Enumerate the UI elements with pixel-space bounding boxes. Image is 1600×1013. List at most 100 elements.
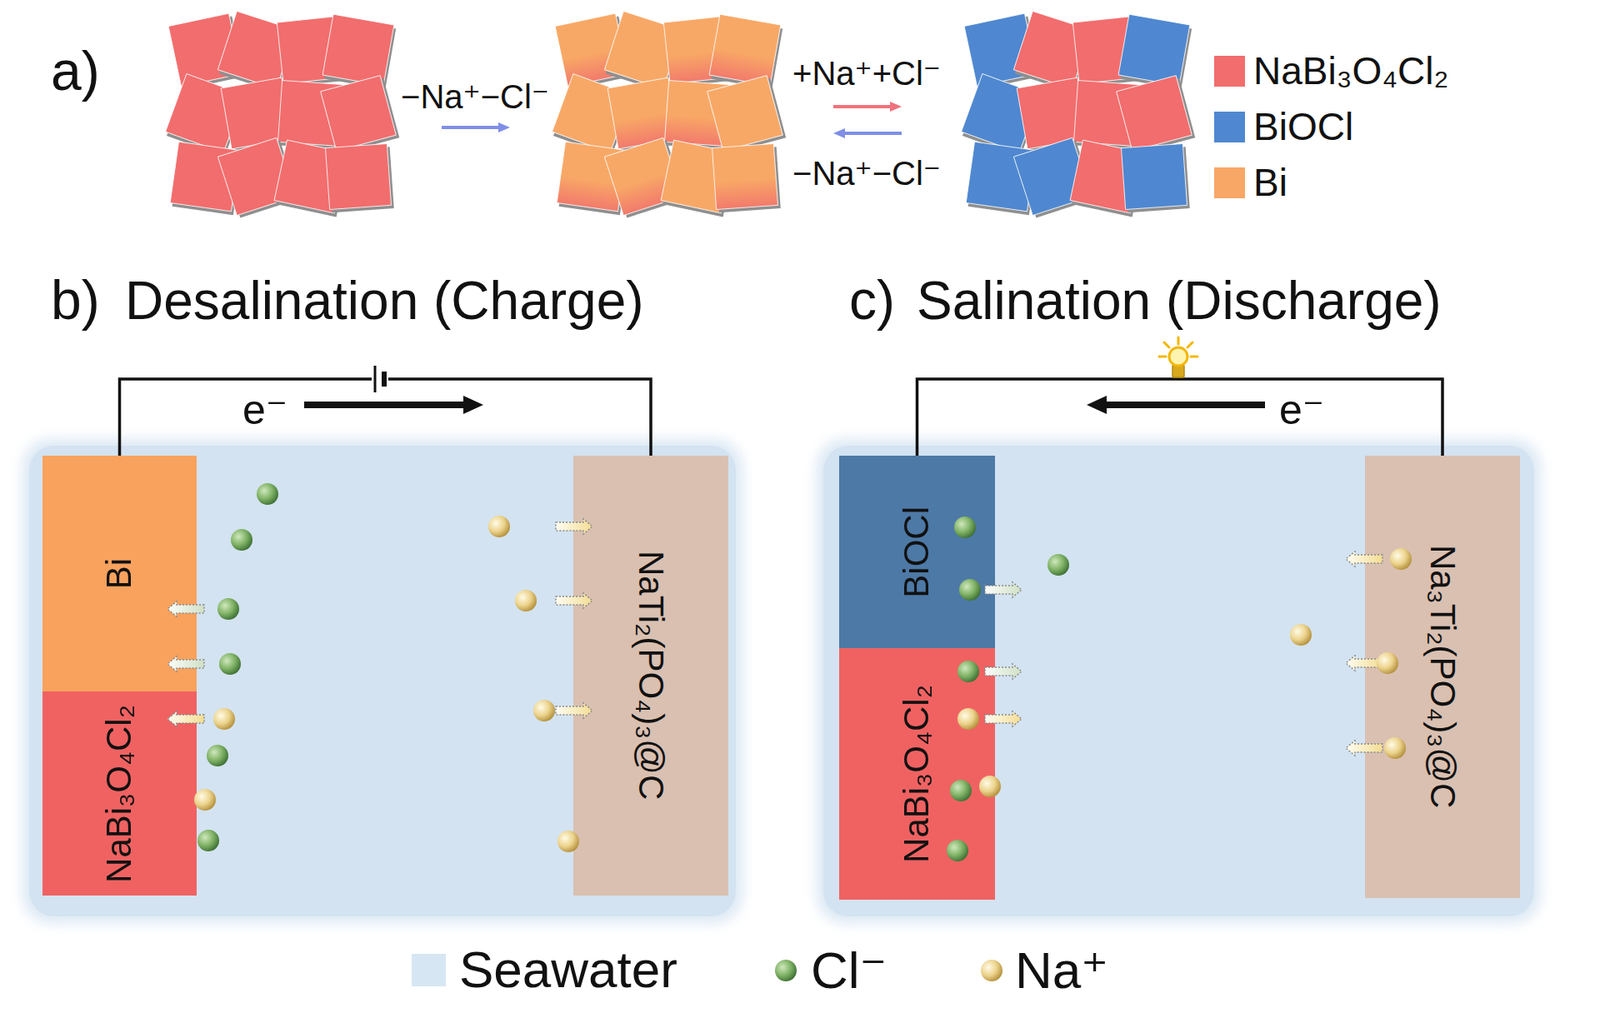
plate-face	[1121, 144, 1188, 210]
crystal-plate	[1117, 14, 1192, 90]
crystal-plate	[1121, 143, 1190, 213]
panel-title: Desalination (Charge)	[125, 269, 645, 334]
bulb-ray	[1159, 355, 1166, 359]
crystal-plate	[708, 14, 783, 90]
crystal-cluster	[550, 10, 786, 219]
electrode-label: Bi	[99, 558, 140, 590]
legend-swatch	[411, 954, 446, 987]
reaction-label: −Na⁺−Cl⁻	[792, 153, 941, 194]
legend-ion-ball	[980, 960, 1003, 982]
plate-face	[325, 144, 392, 210]
sodium-ion	[1384, 737, 1406, 760]
chloride-ion	[206, 745, 229, 767]
legend-swatch	[1214, 111, 1245, 143]
seawater-tank	[29, 445, 736, 917]
plate-face	[707, 75, 784, 152]
electron-arrowhead	[1086, 395, 1107, 415]
ion-flow-arrow	[985, 664, 1022, 680]
reaction-arrowhead	[833, 128, 845, 139]
electron-label: e⁻	[242, 385, 288, 435]
legend-text: Seawater	[459, 939, 678, 1001]
electrode-fill	[839, 648, 995, 900]
sodium-ion	[213, 708, 235, 730]
crystal-plate	[320, 75, 400, 155]
ion-flow-arrow	[555, 519, 593, 535]
chloride-ion	[219, 653, 241, 675]
panel-letter: a)	[50, 38, 100, 105]
plate-face	[320, 75, 397, 152]
sodium-ion	[979, 775, 1001, 798]
legend-text: Bi	[1253, 160, 1288, 206]
reaction-arrowhead	[890, 101, 902, 112]
electron-arrow	[304, 401, 467, 409]
electron-arrowhead	[463, 395, 484, 415]
crystal-cluster	[164, 10, 400, 219]
reaction-arrow	[441, 125, 500, 130]
sodium-ion	[1290, 624, 1312, 646]
ion-flow-arrow	[167, 711, 205, 727]
chloride-ion	[197, 830, 220, 852]
panel-letter: c)	[849, 267, 895, 334]
legend-ion-ball	[775, 960, 797, 982]
legend-text: BiOCl	[1253, 104, 1354, 150]
light-bulb	[1159, 337, 1198, 378]
crystal-plate	[707, 75, 787, 155]
plate-face	[709, 14, 781, 86]
sodium-ion	[957, 708, 980, 730]
electrode-box: Na₃Ti₂(PO₄)₃@C	[1365, 455, 1520, 899]
ion-flow-arrow	[1345, 551, 1383, 567]
bulb-glass	[1169, 347, 1188, 366]
plate-face	[1116, 75, 1193, 152]
sodium-ion	[533, 700, 555, 722]
electrode-box: BiOCl	[839, 455, 995, 649]
electrode-box: NaBi₃O₄Cl₂	[839, 648, 995, 900]
electron-label: e⁻	[1279, 385, 1325, 435]
electron-arrow	[1103, 401, 1265, 409]
bulb-ray	[1164, 342, 1170, 348]
crystal-plate	[1116, 75, 1196, 155]
legend-swatch	[1214, 55, 1245, 87]
chloride-ion	[950, 780, 972, 802]
ion-flow-arrow	[1345, 740, 1383, 756]
sodium-ion	[515, 590, 537, 612]
battery-plate	[381, 371, 387, 387]
legend-ion-symbol	[980, 959, 1004, 983]
reaction-label: +Na⁺+Cl⁻	[792, 53, 941, 94]
legend-ion-symbol	[774, 959, 798, 983]
electrode-fill	[839, 455, 995, 649]
electrode-fill	[1365, 455, 1520, 899]
chloride-ion	[256, 483, 279, 505]
chloride-ion	[957, 660, 980, 683]
plate-face	[322, 14, 395, 86]
electrode-label: BiOCl	[896, 506, 937, 599]
bulb-ray	[1187, 342, 1193, 348]
sodium-ion	[488, 515, 510, 538]
ion-flow-arrow	[555, 703, 593, 719]
battery-plate	[374, 365, 377, 393]
legend-text: Na⁺	[1015, 940, 1109, 1002]
electrode-label: NaBi₃O₄Cl₂	[896, 685, 937, 864]
electrode-box: NaTi₂(PO₄)₃@C	[573, 455, 729, 896]
electrode-label: NaTi₂(PO₄)₃@C	[630, 550, 671, 800]
reaction-arrow	[843, 131, 902, 135]
electrode-box: NaBi₃O₄Cl₂	[42, 691, 197, 896]
ion-flow-arrow	[985, 711, 1022, 727]
panel-title: Salination (Discharge)	[916, 269, 1442, 334]
ion-flow-arrow	[167, 656, 205, 672]
seawater-glow	[22, 439, 743, 924]
crystal-plate	[325, 143, 395, 213]
panel-letter: b)	[50, 267, 100, 334]
bulb-ray	[1177, 337, 1180, 345]
reaction-label: −Na⁺−Cl⁻	[400, 76, 550, 117]
sodium-ion	[1390, 548, 1412, 570]
legend-text: Cl⁻	[810, 940, 887, 1002]
electrode-fill	[42, 455, 197, 692]
chloride-ion	[230, 529, 253, 551]
crystal-plate	[321, 14, 396, 90]
seawater-glow	[816, 439, 1541, 924]
chloride-ion	[954, 516, 976, 539]
reaction-arrow	[833, 105, 892, 109]
sodium-ion	[1376, 652, 1399, 675]
